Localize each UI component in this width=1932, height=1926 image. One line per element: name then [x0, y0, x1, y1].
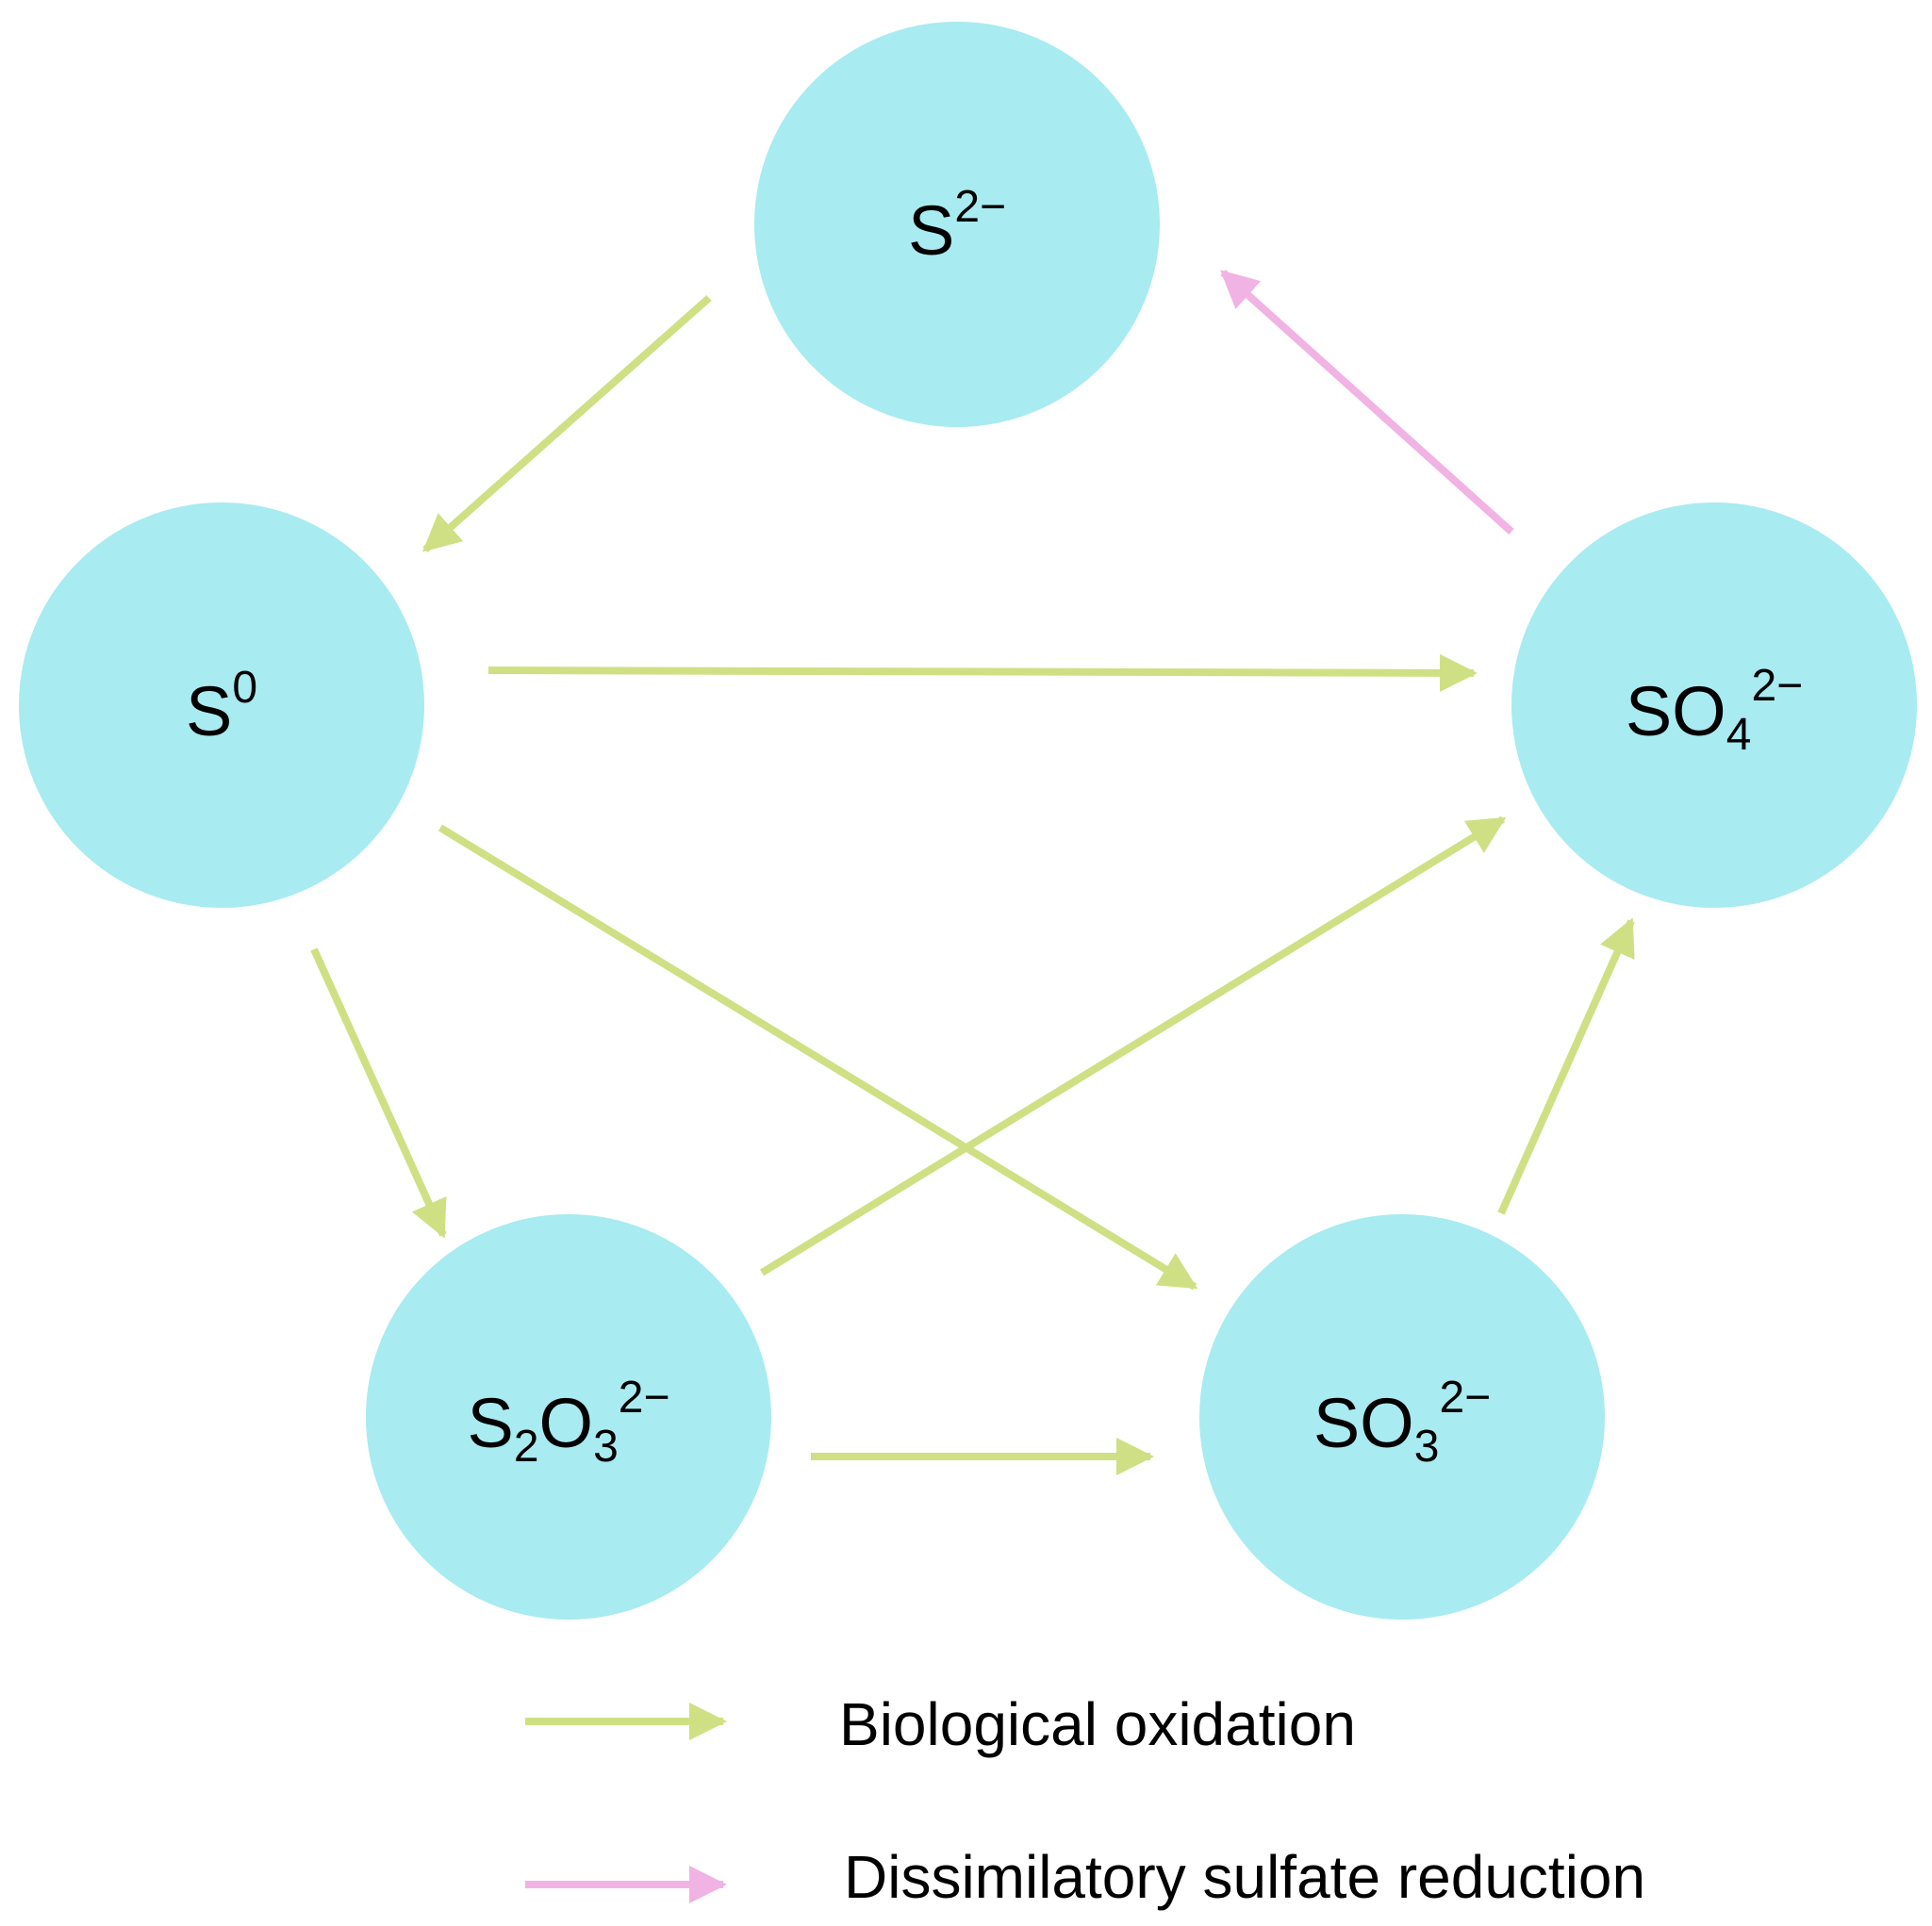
node-sulfite-charge: 2− [1439, 1373, 1491, 1423]
node-sulfate-circle [1511, 502, 1917, 908]
node-sulfide: S2− [754, 22, 1160, 427]
node-elemental-sulfur-base: S [186, 672, 232, 750]
node-sulfite-circle [1199, 1214, 1605, 1620]
node-sulfide-label: S2− [908, 182, 1006, 270]
node-sulfate: SO42− [1511, 502, 1917, 908]
legend: Biological oxidation Dissimilatory sulfa… [525, 1690, 1645, 1911]
arrows-layer [310, 270, 1635, 1475]
legend-reduction-label: Dissimilatory sulfate reduction [844, 1843, 1645, 1911]
node-thiosulfate-subscript-2: 3 [593, 1422, 619, 1472]
node-sulfite: SO32− [1199, 1214, 1605, 1620]
node-sulfate-base: SO [1626, 672, 1726, 750]
node-thiosulfate-base: S [467, 1384, 513, 1462]
node-sulfide-charge: 2− [954, 182, 1006, 232]
node-thiosulfate-oxygen: O [539, 1384, 594, 1462]
arrow-elemental-sulfur-to-sulfite [438, 824, 1198, 1291]
node-sulfite-subscript: 3 [1414, 1422, 1440, 1472]
arrow-elemental-sulfur-to-thiosulfate [310, 947, 447, 1239]
arrow-thiosulfate-to-sulfate [759, 815, 1507, 1276]
arrow-sulfite-to-sulfate [1497, 917, 1635, 1215]
node-sulfate-subscript: 4 [1726, 710, 1752, 760]
node-thiosulfate-circle [366, 1214, 771, 1620]
arrow-sulfide-to-elemental-sulfur [422, 295, 712, 552]
node-sulfate-charge: 2− [1751, 661, 1803, 711]
node-thiosulfate: S2O32− [366, 1214, 771, 1620]
node-elemental-sulfur: S0 [19, 502, 424, 908]
node-elemental-sulfur-circle [19, 502, 424, 908]
node-thiosulfate-subscript: 2 [514, 1422, 539, 1472]
node-thiosulfate-charge: 2− [619, 1373, 670, 1423]
node-elemental-sulfur-charge: 0 [232, 663, 257, 713]
node-sulfide-circle [754, 22, 1160, 427]
node-sulfite-base: SO [1313, 1384, 1414, 1462]
node-thiosulfate-label: S2O32− [467, 1373, 669, 1472]
node-elemental-sulfur-label: S0 [186, 663, 257, 750]
arrow-sulfate-to-sulfide [1220, 270, 1514, 535]
arrow-elemental-sulfur-to-sulfate [487, 653, 1478, 692]
node-sulfide-base: S [908, 191, 954, 270]
node-sulfite-label: SO32− [1313, 1373, 1491, 1472]
node-sulfate-label: SO42− [1626, 661, 1803, 760]
legend-oxidation-label: Biological oxidation [839, 1690, 1356, 1758]
